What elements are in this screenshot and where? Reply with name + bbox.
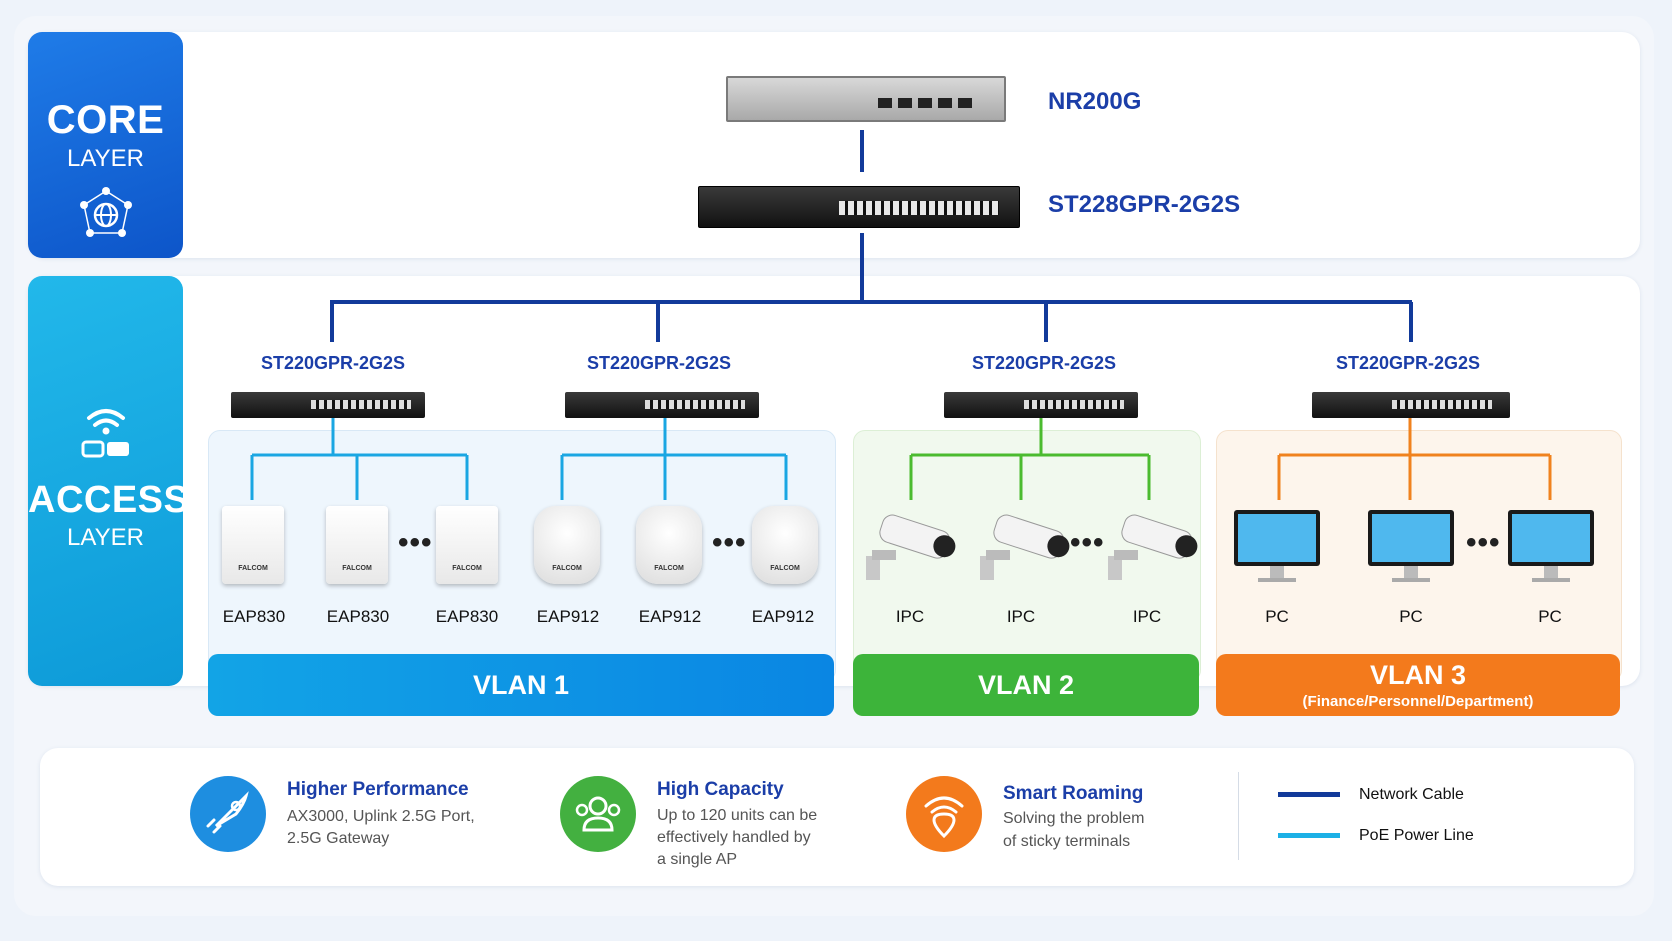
eap830-device-3: FALCOM bbox=[436, 506, 498, 584]
device-brand-label: FALCOM bbox=[654, 565, 684, 572]
device-brand-label: FALCOM bbox=[342, 565, 372, 572]
vlan1-title: VLAN 1 bbox=[472, 670, 570, 700]
eap830-device-2: FALCOM bbox=[326, 506, 388, 584]
device-brand-label: FALCOM bbox=[452, 565, 482, 572]
device-label: EAP912 bbox=[751, 607, 815, 626]
pc-monitor-1 bbox=[1234, 510, 1320, 582]
feature-desc-line: a single AP bbox=[657, 851, 738, 868]
more-devices-dots: ••• bbox=[1070, 526, 1105, 559]
feature-desc-line: of sticky terminals bbox=[1003, 833, 1131, 850]
vlan2-title: VLAN 2 bbox=[977, 670, 1075, 700]
eap912-device-3: FALCOM bbox=[752, 506, 818, 584]
feature-title: Smart Roaming bbox=[1003, 783, 1144, 804]
vlan3-subtitle: (Finance/Personnel/Department) bbox=[1302, 693, 1534, 710]
vlan1-zone bbox=[208, 430, 836, 682]
core-layer-badge: CORE LAYER bbox=[28, 32, 183, 258]
eap912-device-1: FALCOM bbox=[534, 506, 600, 584]
network-globe-icon bbox=[79, 187, 132, 237]
legend-poe-swatch bbox=[1278, 833, 1340, 838]
eap912-device-2: FALCOM bbox=[636, 506, 702, 584]
access-layer-title: ACCESS bbox=[28, 479, 190, 521]
device-label: PC bbox=[1538, 607, 1562, 626]
device-label: EAP912 bbox=[536, 607, 600, 626]
core-layer-title: CORE bbox=[46, 98, 165, 142]
device-label: PC bbox=[1399, 607, 1423, 626]
device-brand-label: FALCOM bbox=[552, 565, 582, 572]
pc-monitor-3 bbox=[1508, 510, 1594, 582]
pc-monitor-2 bbox=[1368, 510, 1454, 582]
ipc-camera-1 bbox=[866, 514, 956, 580]
vlan3-bar: VLAN 3 (Finance/Personnel/Department) bbox=[1216, 654, 1620, 716]
device-label: PC bbox=[1265, 607, 1289, 626]
device-label: EAP830 bbox=[435, 607, 499, 626]
access-layer-subtitle: LAYER bbox=[67, 524, 144, 551]
access-switch-3-image bbox=[944, 392, 1138, 418]
network-cable-lines bbox=[330, 130, 1413, 342]
router-label: NR200G bbox=[1048, 88, 1142, 115]
device-label: IPC bbox=[1132, 607, 1162, 626]
core-layer-subtitle: LAYER bbox=[67, 145, 144, 172]
legend-network-cable-swatch bbox=[1278, 792, 1340, 797]
legend-poe-label: PoE Power Line bbox=[1359, 827, 1474, 844]
ipc-camera-3 bbox=[1108, 514, 1198, 580]
more-devices-dots: ••• bbox=[1466, 526, 1501, 559]
access-switch-2-label: ST220GPR-2G2S bbox=[586, 353, 732, 373]
feature-desc-line: Solving the problem bbox=[1003, 810, 1145, 827]
legend-divider bbox=[1238, 772, 1239, 860]
wifi-router-icon bbox=[81, 409, 129, 458]
more-devices-dots: ••• bbox=[398, 526, 433, 559]
device-label: EAP830 bbox=[326, 607, 390, 626]
router-nr200g-image bbox=[726, 76, 1006, 122]
access-switch-1-image bbox=[231, 392, 425, 418]
core-switch-label: ST228GPR-2G2S bbox=[1048, 191, 1241, 218]
feature-desc-line: effectively handled by bbox=[657, 829, 811, 846]
core-switch-image bbox=[698, 186, 1020, 228]
device-brand-label: FALCOM bbox=[770, 565, 800, 572]
users-icon bbox=[560, 776, 636, 852]
more-devices-dots: ••• bbox=[712, 526, 747, 559]
feature-desc-line: AX3000, Uplink 2.5G Port, bbox=[287, 808, 475, 825]
device-brand-label: FALCOM bbox=[238, 565, 268, 572]
device-label: IPC bbox=[895, 607, 925, 626]
vlan2-bar: VLAN 2 bbox=[853, 654, 1199, 716]
access-switch-3-label: ST220GPR-2G2S bbox=[971, 353, 1117, 373]
access-switch-4-image bbox=[1312, 392, 1510, 418]
feature-desc-line: 2.5G Gateway bbox=[287, 830, 390, 847]
access-switch-4-label: ST220GPR-2G2S bbox=[1335, 353, 1481, 373]
feature-desc-line: Up to 120 units can be bbox=[657, 807, 818, 824]
access-switch-2-image bbox=[565, 392, 759, 418]
ipc-camera-2 bbox=[980, 514, 1070, 580]
legend-network-cable-label: Network Cable bbox=[1359, 786, 1464, 803]
features-panel bbox=[40, 748, 1634, 886]
vlan3-title: VLAN 3 bbox=[1369, 660, 1467, 690]
roaming-icon bbox=[906, 776, 982, 852]
access-layer-badge: ACCESS LAYER bbox=[28, 276, 190, 686]
access-switch-1-label: ST220GPR-2G2S bbox=[260, 353, 406, 373]
feature-title: Higher Performance bbox=[287, 779, 469, 800]
feature-title: High Capacity bbox=[657, 779, 784, 800]
rocket-icon bbox=[190, 776, 266, 852]
device-label: IPC bbox=[1006, 607, 1036, 626]
vlan1-bar: VLAN 1 bbox=[208, 654, 834, 716]
device-label: EAP912 bbox=[638, 607, 702, 626]
eap830-device-1: FALCOM bbox=[222, 506, 284, 584]
device-label: EAP830 bbox=[222, 607, 286, 626]
